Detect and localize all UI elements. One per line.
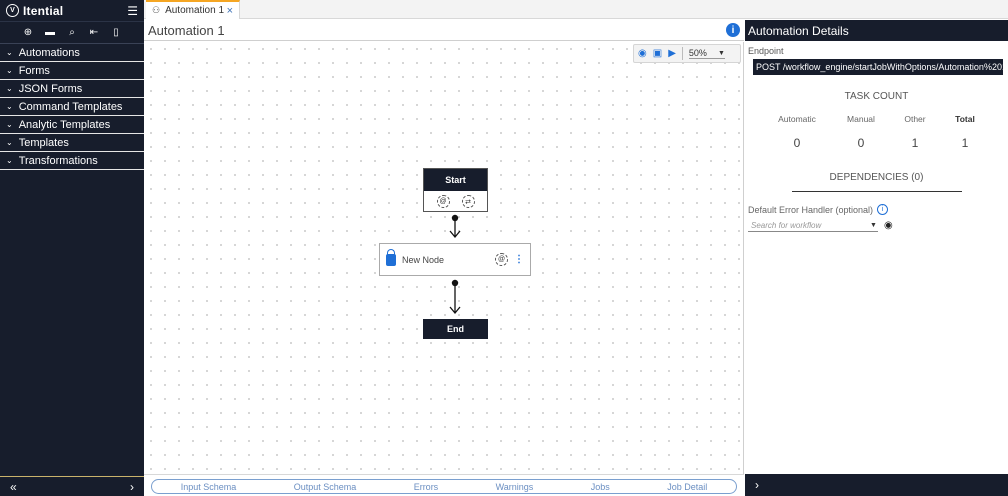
sidebar: V Itential ☰ ⊕ ▬ ⌕ ⇤ ▯ ⌄ Automations ⌄ For…	[0, 0, 144, 496]
dropdown-caret-icon[interactable]: ▼	[870, 222, 877, 229]
task-count-value: 1	[961, 136, 969, 150]
sidebar-item-label: Command Templates	[18, 100, 123, 113]
variables-icon[interactable]: @	[436, 195, 450, 208]
page-title: Automation 1	[148, 22, 225, 38]
error-handler-label: Default Error Handler (optional)	[748, 204, 874, 215]
sidebar-item-automations[interactable]: ⌄ Automations	[0, 44, 144, 62]
chevron-down-icon: ⌄	[6, 102, 13, 111]
chevron-down-icon: ⌄	[6, 120, 13, 129]
error-handler-row: ▼ ◉	[748, 219, 1008, 232]
chevron-down-icon: ⌄	[6, 66, 13, 75]
tab-job-detail[interactable]: Job Detail	[667, 481, 708, 492]
more-vertical-icon[interactable]: ⋮	[514, 254, 524, 265]
tab-warnings[interactable]: Warnings	[495, 481, 534, 492]
eye-icon[interactable]: ◉	[883, 220, 893, 231]
import-icon[interactable]: ⇤	[89, 27, 99, 38]
tab-input-schema[interactable]: Input Schema	[180, 481, 237, 492]
sidebar-item-label: Templates	[18, 136, 69, 149]
endpoint-value[interactable]: POST /workflow_engine/startJobWithOption…	[753, 59, 1003, 75]
canvas-title-bar: Automation 1 i	[144, 20, 744, 41]
hamburger-menu-icon[interactable]: ☰	[127, 3, 138, 18]
details-title: Automation Details	[745, 20, 1008, 41]
tab-errors[interactable]: Errors	[413, 481, 439, 492]
lock-icon	[386, 248, 396, 266]
tab-output-schema[interactable]: Output Schema	[293, 481, 357, 492]
close-tab-icon[interactable]: ×	[226, 4, 233, 17]
hide-eye-icon[interactable]: ◉	[638, 48, 647, 59]
sidebar-item-label: Forms	[18, 64, 50, 77]
task-count-header: Manual	[847, 114, 875, 124]
collection-icon[interactable]: ▬	[45, 27, 55, 38]
chevron-down-icon: ⌄	[6, 138, 13, 147]
start-node[interactable]: Start @ ⇄	[423, 168, 488, 212]
endpoint-label: Endpoint	[748, 46, 784, 56]
brand-name: Itential	[23, 3, 64, 18]
canvas-toolbar: ◉ ▣ ▶ 50% ▼	[633, 44, 741, 63]
task-count-header: Automatic	[778, 114, 816, 124]
add-circle-icon[interactable]: ⊕	[23, 27, 33, 38]
task-count-header: Total	[955, 114, 975, 124]
zoom-select[interactable]: 50% ▼	[688, 48, 725, 59]
start-node-actions: @ ⇄	[424, 191, 487, 212]
task-count-value: 0	[857, 136, 865, 150]
workflow-icon: ⚇	[152, 5, 161, 15]
sidebar-toolbar: ⊕ ▬ ⌕ ⇤ ▯	[0, 22, 144, 44]
start-node-label: Start	[424, 169, 487, 191]
sidebar-item-forms[interactable]: ⌄ Forms	[0, 62, 144, 80]
zoom-value: 50%	[688, 48, 707, 58]
sidebar-item-label: JSON Forms	[18, 82, 83, 95]
play-icon[interactable]: ▶	[668, 48, 676, 59]
task-node-label: New Node	[402, 254, 445, 265]
save-icon[interactable]: ▣	[652, 48, 663, 59]
collapse-sidebar-icon[interactable]: «	[10, 479, 17, 494]
task-count-value: 0	[793, 136, 801, 150]
sidebar-item-json-forms[interactable]: ⌄ JSON Forms	[0, 80, 144, 98]
chevron-down-icon: ⌄	[6, 84, 13, 93]
expand-icon[interactable]: ›	[130, 479, 134, 494]
itential-logo-icon: V	[6, 4, 19, 17]
expand-panel-icon[interactable]: ›	[755, 478, 759, 492]
automation-details-panel: Automation Details Endpoint POST /workfl…	[745, 20, 1008, 496]
sidebar-item-label: Transformations	[18, 154, 98, 167]
task-node[interactable]: New Node @ ⋮	[379, 243, 531, 276]
transform-icon[interactable]: ⇄	[461, 195, 475, 208]
task-count-value: 1	[911, 136, 919, 150]
details-footer: ›	[745, 474, 1008, 496]
error-handler-search-input[interactable]	[748, 219, 878, 232]
task-count-grid: Automatic Manual Other Total 0 0 1 1	[762, 114, 1008, 150]
sidebar-item-analytic-templates[interactable]: ⌄ Analytic Templates	[0, 116, 144, 134]
tab-strip: ⚇ Automation 1 ×	[144, 0, 1008, 19]
end-node[interactable]: End	[423, 319, 488, 339]
task-count-header: Other	[904, 114, 926, 124]
workflow-canvas[interactable]: ◉ ▣ ▶ 50% ▼ Start @ ⇄ New Node @ ⋮ End	[144, 42, 744, 474]
bottom-bar: Input Schema Output Schema Errors Warnin…	[144, 474, 744, 496]
sidebar-nav: ⌄ Automations ⌄ Forms ⌄ JSON Forms ⌄ Command…	[0, 44, 144, 170]
tab-jobs[interactable]: Jobs	[590, 481, 610, 492]
dependencies-toggle[interactable]: DEPENDENCIES (0)	[829, 172, 924, 183]
sidebar-item-label: Automations	[18, 46, 80, 59]
caret-down-icon: ▼	[717, 49, 725, 57]
sidebar-item-label: Analytic Templates	[18, 118, 111, 131]
brand-bar: V Itential ☰	[0, 0, 144, 22]
chevron-down-icon: ⌄	[6, 156, 13, 165]
tab-label: Automation 1	[165, 5, 225, 16]
task-node-actions: @ ⋮	[495, 253, 524, 266]
error-handler-label-row: Default Error Handler (optional) i	[748, 204, 1008, 215]
search-icon[interactable]: ⌕	[69, 27, 75, 38]
info-icon[interactable]: i	[877, 204, 889, 215]
sidebar-item-command-templates[interactable]: ⌄ Command Templates	[0, 98, 144, 116]
variables-icon[interactable]: @	[495, 253, 508, 266]
toolbar-divider	[681, 47, 683, 60]
info-icon[interactable]: i	[726, 23, 740, 37]
document-icon[interactable]: ▯	[113, 27, 119, 38]
sidebar-item-transformations[interactable]: ⌄ Transformations	[0, 152, 144, 170]
sidebar-footer: « ›	[0, 476, 144, 496]
dependencies-divider	[791, 191, 962, 192]
bottom-tabs: Input Schema Output Schema Errors Warnin…	[151, 479, 737, 494]
chevron-down-icon: ⌄	[6, 48, 13, 57]
tab-automation-1[interactable]: ⚇ Automation 1 ×	[146, 0, 240, 19]
task-count-title: TASK COUNT	[844, 91, 909, 102]
sidebar-item-templates[interactable]: ⌄ Templates	[0, 134, 144, 152]
